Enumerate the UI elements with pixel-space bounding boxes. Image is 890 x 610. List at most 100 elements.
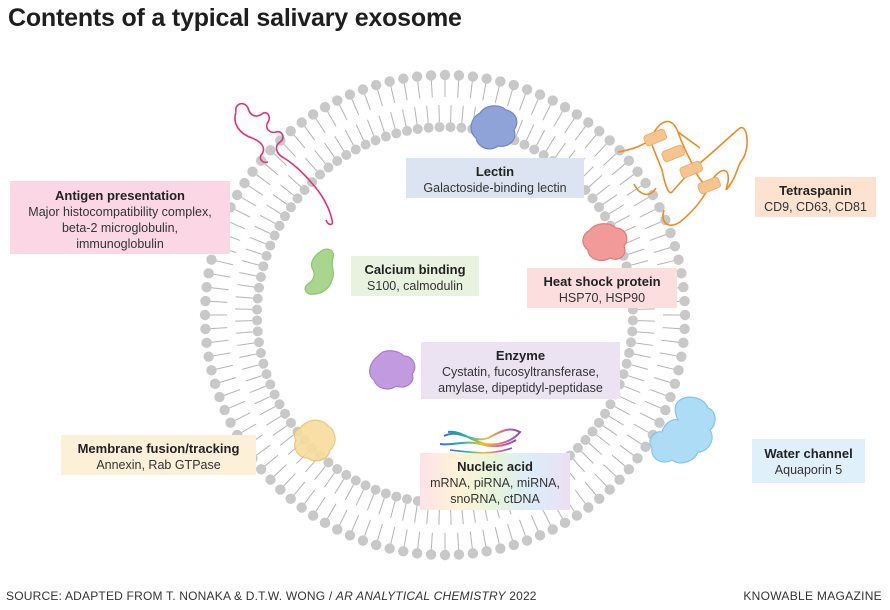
membrane-description: Annexin, Rab GTPase xyxy=(96,458,221,472)
lipid-head xyxy=(521,84,533,95)
annexin-protein-shape xyxy=(293,419,336,462)
tetraspanin-label-bg xyxy=(755,177,876,217)
lipid-head xyxy=(481,546,492,557)
lipid-tail xyxy=(305,157,318,172)
tetraspanin-description: CD9, CD63, CD81 xyxy=(764,200,867,214)
lipid-head xyxy=(380,131,391,142)
lipid-tail xyxy=(633,197,649,207)
lipid-tail xyxy=(266,415,281,426)
lipid-tail xyxy=(324,472,335,488)
lipid-tail xyxy=(417,81,421,99)
nucleic-label-bg xyxy=(420,453,570,510)
lipid-head xyxy=(265,474,276,485)
lipid-head xyxy=(529,144,540,155)
lipid-head xyxy=(534,89,546,100)
lipid-head xyxy=(673,365,684,376)
lipid-head xyxy=(679,323,690,335)
lipid-head xyxy=(401,125,412,136)
lipid-tail xyxy=(315,118,326,134)
lipid-head xyxy=(252,304,263,315)
lipid-tail xyxy=(414,505,418,523)
lipid-tail xyxy=(254,396,271,405)
lipid-tail xyxy=(564,118,575,134)
lipid-head xyxy=(423,122,434,133)
lipid-head xyxy=(391,128,402,139)
lipid-tail xyxy=(287,175,302,188)
source-journal: AR ANALYTICAL CHEMISTRY xyxy=(335,589,506,603)
lipid-head xyxy=(571,109,583,120)
nucleic-heading: Nucleic acid xyxy=(457,459,533,474)
lipid-tail xyxy=(581,451,594,464)
lipid-head xyxy=(247,166,258,177)
lipid-tail xyxy=(530,99,539,116)
page-title: Contents of a typical salivary exosome xyxy=(8,4,462,32)
lipid-head xyxy=(239,177,250,189)
lipid-tail xyxy=(367,494,375,511)
lipid-tail xyxy=(210,327,228,330)
antigen-description-line: immunoglobulin xyxy=(76,237,164,251)
lipid-head xyxy=(669,378,681,390)
lipid-tail xyxy=(553,111,563,127)
lipid-head xyxy=(360,480,371,491)
lipid-head xyxy=(660,404,671,416)
lipid-tail xyxy=(304,489,316,504)
lipid-tail xyxy=(619,174,634,186)
lipid-tail xyxy=(402,109,407,127)
lipid-tail xyxy=(256,444,271,456)
lipid-head xyxy=(357,535,369,546)
lipid-head xyxy=(439,549,451,561)
lipid-tail xyxy=(637,331,655,334)
lipid-tail xyxy=(631,364,648,370)
lipid-head xyxy=(398,73,409,84)
lipid-tail xyxy=(624,237,641,245)
lipid-tail xyxy=(334,479,345,494)
lipid-tail xyxy=(631,260,648,266)
lipid-head xyxy=(495,543,506,554)
nucleic-acid-label: Nucleic acid mRNA, piRNA, miRNA, snoRNA,… xyxy=(420,455,570,511)
lipid-head xyxy=(274,399,285,410)
lipid-head xyxy=(253,282,264,293)
lipid-tail xyxy=(351,99,360,116)
heatshock-label-bg xyxy=(527,268,677,308)
lipid-head xyxy=(456,122,467,133)
lipid-head xyxy=(559,101,571,113)
lipid-head xyxy=(508,79,520,91)
lipid-tail xyxy=(644,400,661,409)
lipid-head xyxy=(279,211,290,222)
lipid-tail xyxy=(377,89,383,107)
calcium-binding-protein-shape xyxy=(304,248,335,295)
lipid-tail xyxy=(609,204,624,215)
lipid-head xyxy=(594,125,605,137)
lipid-head xyxy=(225,417,236,428)
lipid-tail xyxy=(628,375,645,382)
lipid-head xyxy=(275,484,286,495)
lipid-head xyxy=(296,117,307,128)
lipid-head xyxy=(679,309,691,321)
lipid-head xyxy=(199,309,211,321)
lipid-tail xyxy=(457,80,460,98)
lipid-head xyxy=(481,73,492,84)
lipid-head xyxy=(255,271,266,282)
lipid-head xyxy=(678,281,689,293)
lipid-tail xyxy=(355,124,364,141)
lipid-head xyxy=(332,464,343,475)
lipid-tail xyxy=(624,385,641,393)
lipid-tail xyxy=(390,501,396,518)
lipid-head xyxy=(261,369,272,380)
lipid-tail xyxy=(649,389,666,396)
lipid-head xyxy=(676,268,687,279)
lipid-tail xyxy=(364,94,371,111)
lipid-head xyxy=(279,408,290,419)
lipid-head xyxy=(332,95,343,106)
lipid-head xyxy=(624,348,635,359)
lipid-tail xyxy=(229,400,246,409)
lipid-head xyxy=(411,548,423,559)
lipid-tail xyxy=(611,163,626,176)
lipid-tail xyxy=(572,458,585,473)
lipid-tail xyxy=(457,532,460,550)
lipid-tail xyxy=(216,364,233,370)
lipid-head xyxy=(632,166,643,177)
lipid-tail xyxy=(414,107,418,125)
lipid-tail xyxy=(635,342,653,346)
lipid-head xyxy=(201,281,212,293)
